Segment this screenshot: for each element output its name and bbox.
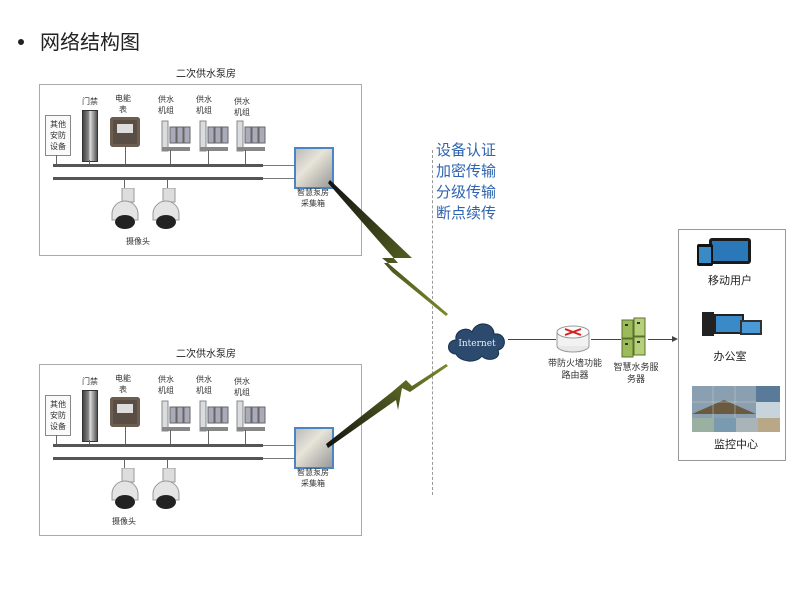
page-title: 网络结构图 bbox=[18, 26, 140, 55]
room-2-pump-3-label: 供水机组 bbox=[234, 377, 250, 397]
wireless-links bbox=[326, 180, 448, 448]
connector bbox=[245, 150, 246, 165]
camera-icon bbox=[152, 188, 180, 229]
connector bbox=[125, 427, 126, 445]
electric-meter-icon bbox=[110, 397, 140, 427]
connector bbox=[263, 178, 295, 179]
connector bbox=[648, 339, 674, 340]
internet-label: Internet bbox=[458, 339, 496, 349]
feature-item: 加密传输 bbox=[436, 162, 497, 180]
client-label-mobile: 移动用户 bbox=[708, 274, 752, 287]
room-1-label: 二次供水泵房 bbox=[176, 69, 236, 80]
room-1-cameras-label: 摄像头 bbox=[126, 237, 150, 246]
room-2-bus-top bbox=[53, 444, 263, 447]
room-2-label: 二次供水泵房 bbox=[176, 349, 236, 360]
connector bbox=[170, 430, 171, 445]
pump-unit-icon bbox=[199, 400, 229, 432]
wireless-link-1-icon bbox=[328, 180, 448, 316]
room-2-meter-label: 电能表 bbox=[115, 374, 131, 394]
room-1-meter-label: 电能表 bbox=[115, 94, 131, 114]
router-icon bbox=[556, 325, 590, 353]
camera-icon bbox=[111, 188, 139, 229]
pump-unit-icon bbox=[236, 120, 266, 152]
connector bbox=[56, 435, 57, 445]
connector bbox=[263, 458, 295, 459]
monitoring-wall-icon bbox=[692, 386, 780, 432]
connector bbox=[167, 180, 168, 190]
security-features: 设备认证 加密传输 分级传输 断点续传 bbox=[436, 140, 496, 224]
feature-item: 设备认证 bbox=[436, 141, 497, 159]
connector bbox=[170, 150, 171, 165]
camera-icon bbox=[152, 468, 180, 509]
collector-box-icon bbox=[294, 427, 334, 469]
connector bbox=[167, 460, 168, 470]
connector bbox=[124, 460, 125, 470]
client-label-office: 办公室 bbox=[713, 350, 747, 363]
connector bbox=[208, 430, 209, 445]
connector bbox=[591, 339, 621, 340]
client-label-monitoring: 监控中心 bbox=[714, 438, 758, 451]
office-computers-icon bbox=[702, 312, 762, 336]
room-2-pump-1-label: 供水机组 bbox=[158, 375, 174, 395]
room-2-cameras-label: 摄像头 bbox=[112, 517, 136, 526]
other-device-label: 其他安防设备 bbox=[50, 120, 66, 151]
room-2-pump-2-label: 供水机组 bbox=[196, 375, 212, 395]
room-1-bus-top bbox=[53, 164, 263, 167]
pump-unit-icon bbox=[161, 400, 191, 432]
router-label: 带防火墙功能路由器 bbox=[547, 359, 602, 381]
pump-unit-icon bbox=[161, 120, 191, 152]
electric-meter-icon bbox=[110, 117, 140, 147]
room-2-collector-label: 智慧泵房采集箱 bbox=[297, 468, 329, 488]
room-1-bus-bottom bbox=[53, 177, 263, 180]
connector bbox=[89, 440, 90, 445]
door-access-icon bbox=[82, 110, 98, 162]
room-1-pump-2-label: 供水机组 bbox=[196, 95, 212, 115]
door-access-icon bbox=[82, 390, 98, 442]
room-2-bus-bottom bbox=[53, 457, 263, 460]
room-1-collector-label: 智慧泵房采集箱 bbox=[297, 188, 329, 208]
server-icon bbox=[621, 317, 646, 358]
feature-item: 断点续传 bbox=[436, 204, 497, 222]
bullet-icon bbox=[18, 38, 24, 45]
connector bbox=[508, 339, 556, 340]
server-label: 智慧水务服务器 bbox=[613, 363, 659, 385]
room-2-other-security-device: 其他安防设备 bbox=[45, 395, 71, 436]
other-device-label: 其他安防设备 bbox=[50, 400, 66, 431]
wireless-link-2-icon bbox=[326, 364, 448, 448]
network-boundary-line bbox=[432, 150, 433, 495]
mobile-devices-icon bbox=[697, 238, 751, 266]
pump-unit-icon bbox=[199, 120, 229, 152]
room-1-door-label: 门禁 bbox=[82, 97, 98, 106]
connector bbox=[245, 430, 246, 445]
arrow-icon bbox=[672, 336, 678, 342]
internet-cloud-icon: Internet bbox=[448, 323, 505, 362]
connector bbox=[89, 160, 90, 165]
room-1-pump-1-label: 供水机组 bbox=[158, 95, 174, 115]
connector bbox=[263, 165, 295, 166]
pump-unit-icon bbox=[236, 400, 266, 432]
room-1-other-security-device: 其他安防设备 bbox=[45, 115, 71, 156]
page-title-text: 网络结构图 bbox=[40, 30, 140, 54]
collector-box-icon bbox=[294, 147, 334, 189]
room-2-door-label: 门禁 bbox=[82, 377, 98, 386]
feature-item: 分级传输 bbox=[436, 183, 497, 201]
connector bbox=[263, 445, 295, 446]
room-1-pump-3-label: 供水机组 bbox=[234, 97, 250, 117]
connector bbox=[124, 180, 125, 190]
connector bbox=[125, 147, 126, 165]
connector bbox=[56, 155, 57, 165]
connector bbox=[208, 150, 209, 165]
camera-icon bbox=[111, 468, 139, 509]
